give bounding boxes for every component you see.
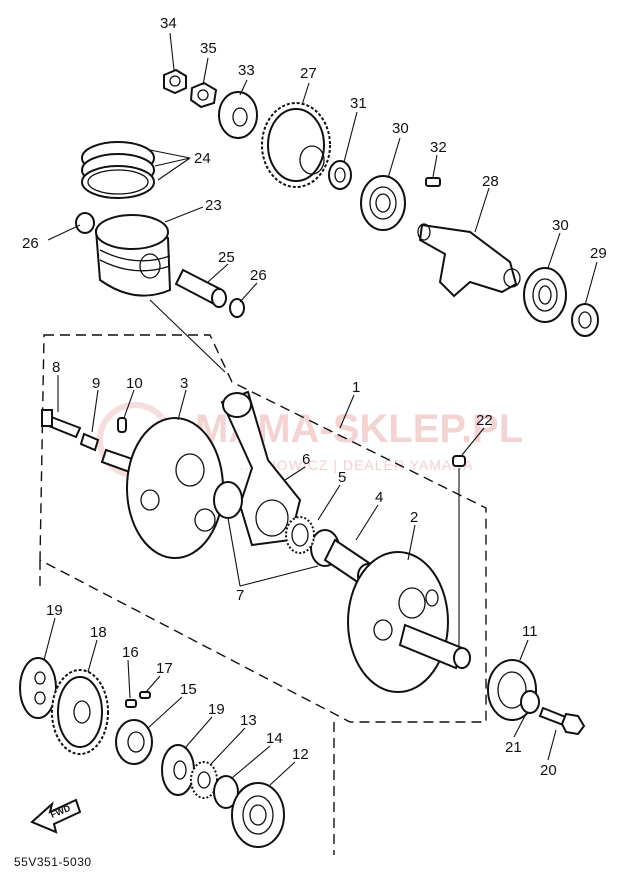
callout-24: 24 [194,150,211,167]
part-spring-16 [125,699,137,708]
part-circlip-right [229,298,245,318]
callout-20: 20 [540,762,557,779]
callout-14: 14 [266,730,283,747]
part-gear-19 [161,744,195,796]
part-bolt-8 [41,409,82,439]
part-plate-19 [19,657,57,719]
part-bearing-12 [231,782,285,848]
callout-30-right: 30 [552,217,569,234]
lower-assembly-boundary [39,560,335,855]
part-washer-right [571,303,599,337]
callout-18: 18 [90,624,107,641]
part-spring-9 [79,432,100,452]
watermark-sub-text: ...CHOWICZ | DEALER YAMAHA [240,457,474,473]
part-bearing-upper [360,175,406,231]
callout-9: 9 [92,375,100,392]
part-piston [94,214,172,297]
part-bolt-20 [538,706,586,736]
part-nut [163,68,187,95]
callout-labels: 34 35 33 27 31 30 32 24 23 26 28 30 29 2… [22,15,607,779]
callout-25: 25 [218,249,235,266]
callout-35: 35 [200,40,217,57]
callout-33: 33 [238,62,255,79]
callout-15: 15 [180,681,197,698]
leader-lines [43,32,598,786]
callout-17: 17 [156,660,173,677]
part-circlip-left [75,212,95,234]
callout-11: 11 [522,623,538,640]
callout-27: 27 [300,65,317,82]
part-lock-washer [189,81,218,109]
part-needle-bearing [285,516,315,554]
callout-13: 13 [240,712,257,729]
callout-10: 10 [126,375,143,392]
callout-3: 3 [180,375,188,392]
callout-8: 8 [52,359,60,376]
callout-26-right: 26 [250,267,267,284]
part-boss-15 [115,719,153,765]
part-key-22 [452,455,466,467]
part-pin-10 [117,417,127,433]
callout-32: 32 [430,139,447,156]
part-drive-gear [261,102,331,188]
callout-23: 23 [205,197,222,214]
part-spacer-21 [520,690,540,714]
callout-5: 5 [338,469,346,486]
callout-22: 22 [476,412,493,429]
callout-7: 7 [236,587,244,604]
callout-21: 21 [505,739,522,756]
callout-28: 28 [482,173,499,190]
part-balancer-shaft [417,223,521,298]
part-collar [218,91,258,139]
part-washer [328,160,352,190]
part-woodruff-key [425,177,441,187]
callout-34: 34 [160,15,177,32]
crankshaft-assembly-boundary [39,334,487,723]
part-piston-pin [174,268,227,308]
part-right-crank-web [347,551,471,693]
callout-16: 16 [122,644,139,661]
part-left-crank-web [126,417,224,559]
callout-29: 29 [590,245,607,262]
part-washer-14 [213,775,239,809]
callout-1: 1 [352,379,360,396]
part-pin-17 [139,691,151,699]
callout-4: 4 [375,489,383,506]
callout-19-left: 19 [46,602,63,619]
part-thrust-washer-left [213,481,243,519]
callout-26-left: 26 [22,235,39,252]
callout-2: 2 [410,509,418,526]
callout-30-upper: 30 [392,120,409,137]
piston-to-rod-line [149,299,226,373]
callout-6: 6 [302,451,310,468]
part-gear-18 [51,669,109,755]
callout-19-lower: 19 [208,701,225,718]
part-code: 55V351-5030 [14,855,92,869]
part-bearing-right [523,267,567,323]
fwd-arrow-icon: FWD [30,798,82,834]
part-piston-rings [81,141,155,199]
callout-12: 12 [292,746,309,763]
callout-31: 31 [350,95,367,112]
